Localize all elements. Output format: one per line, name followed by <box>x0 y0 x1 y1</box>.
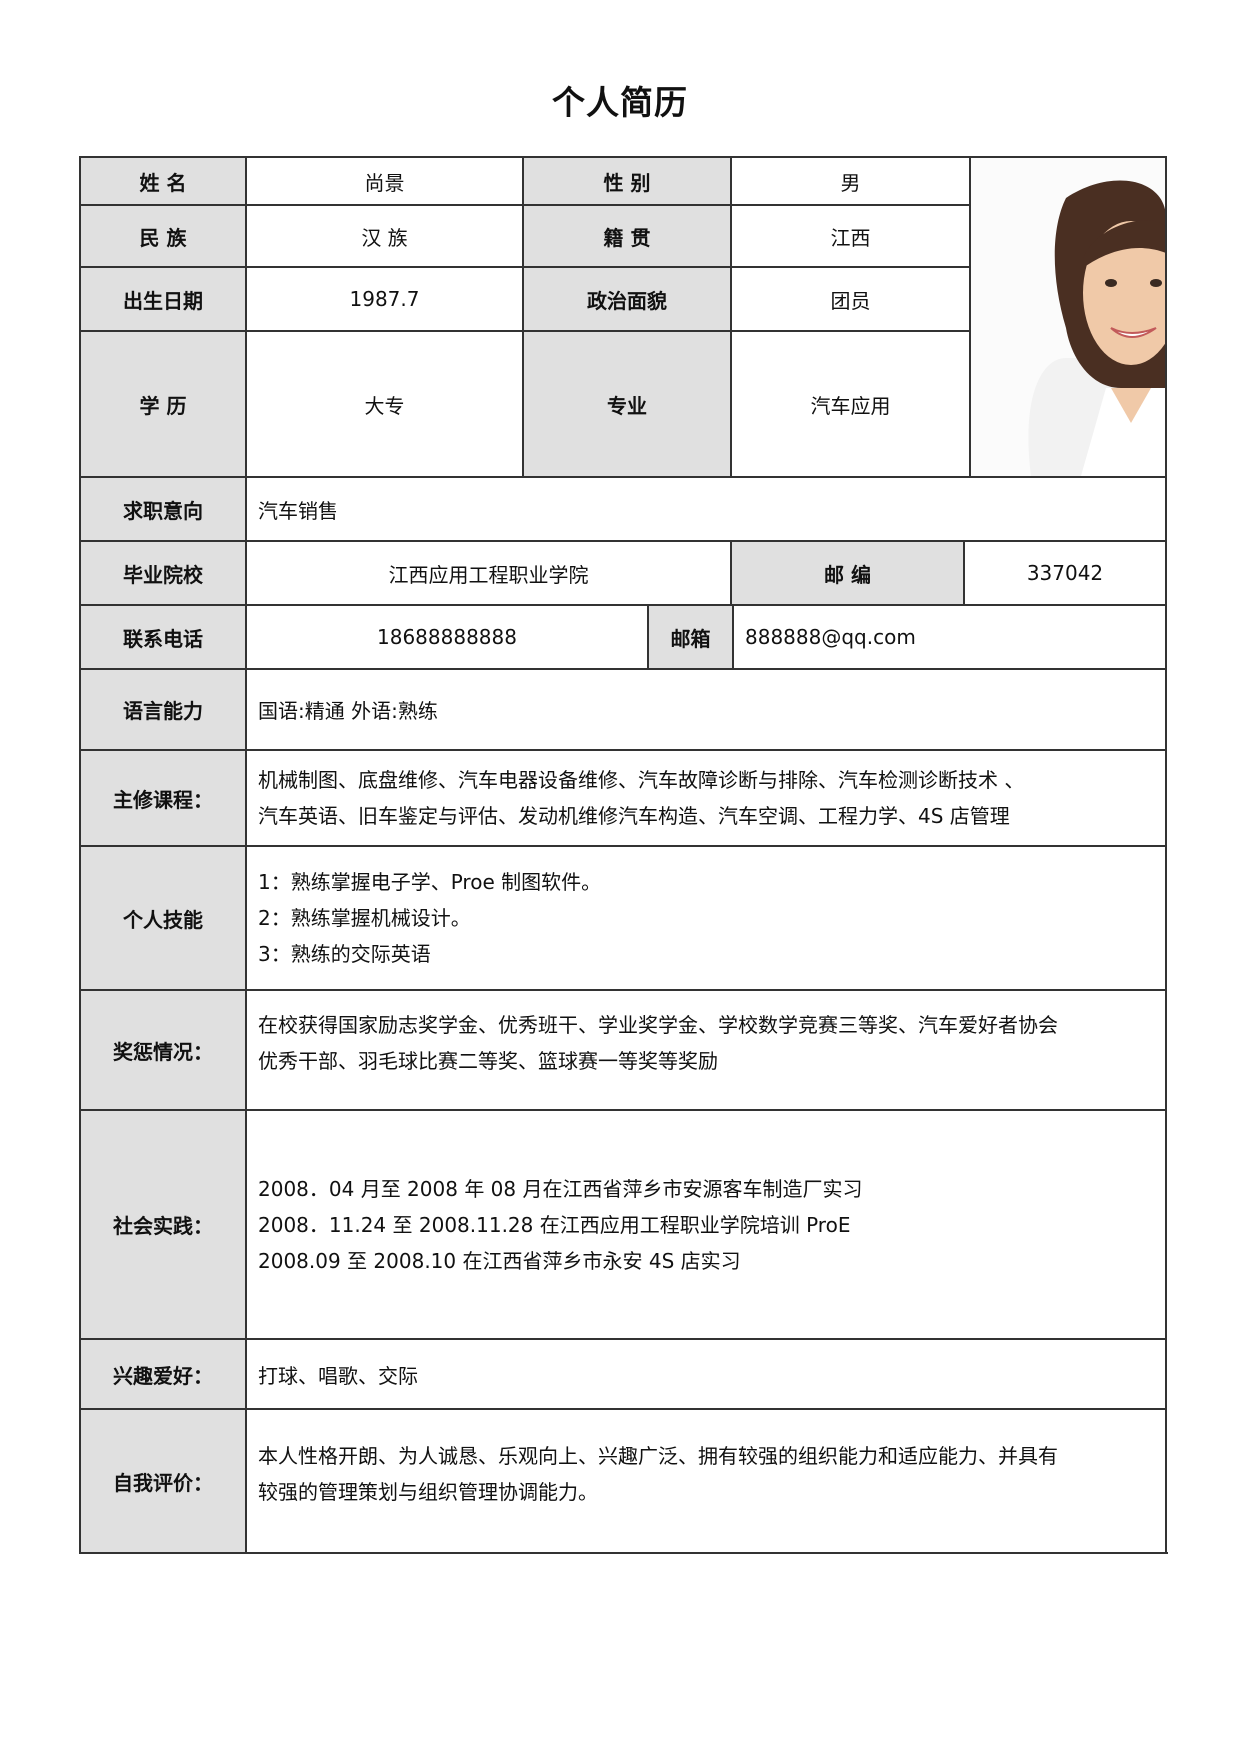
ethnicity-value: 汉 族 <box>246 205 523 267</box>
courses-line: 机械制图、底盘维修、汽车电器设备维修、汽车故障诊断与排除、汽车检测诊断技术 、 <box>258 768 1025 792</box>
hobbies-value: 打球、唱歌、交际 <box>246 1339 1166 1409</box>
self-eval-label: 自我评价： <box>80 1409 246 1553</box>
name-label: 姓 名 <box>80 157 246 205</box>
skill-item: 1：熟练掌握电子学、Proe 制图软件。 <box>258 870 602 894</box>
divider <box>80 1408 1166 1410</box>
awards-label: 奖惩情况： <box>80 990 246 1110</box>
email-label: 邮箱 <box>648 605 733 669</box>
divider <box>80 668 1166 670</box>
zip-value: 337042 <box>964 541 1166 605</box>
awards-line: 在校获得国家励志奖学金、优秀班干、学业奖学金、学校数学竞赛三等奖、汽车爱好者协会 <box>258 1013 1058 1037</box>
divider <box>80 266 970 268</box>
divider <box>730 156 732 477</box>
divider <box>245 156 247 1554</box>
birth-value: 1987.7 <box>246 267 523 331</box>
phone-value: 18688888888 <box>246 605 648 669</box>
job-label: 求职意向 <box>80 477 246 541</box>
major-label: 专业 <box>523 331 731 477</box>
divider <box>80 749 1166 751</box>
politics-value: 团员 <box>731 267 970 331</box>
practice-item: 2008.09 至 2008.10 在江西省萍乡市永安 4S 店实习 <box>258 1248 741 1273</box>
awards-line: 优秀干部、羽毛球比赛二等奖、篮球赛一等奖等奖励 <box>258 1049 718 1073</box>
courses-value: 机械制图、底盘维修、汽车电器设备维修、汽车故障诊断与排除、汽车检测诊断技术 、 … <box>246 750 1166 846</box>
name-value: 尚景 <box>246 157 523 205</box>
politics-label: 政治面貌 <box>523 267 731 331</box>
profile-photo <box>971 158 1166 476</box>
practice-item: 2008．04 月至 2008 年 08 月在江西省萍乡市安源客车制造厂实习 <box>258 1176 863 1201</box>
email-value: 888888@qq.com <box>733 605 1166 669</box>
skills-label: 个人技能 <box>80 846 246 990</box>
divider <box>522 156 524 477</box>
divider <box>80 156 1166 158</box>
origin-value: 江西 <box>731 205 970 267</box>
divider <box>79 156 81 1554</box>
divider <box>80 330 970 332</box>
divider <box>80 476 1166 478</box>
self-eval-line: 较强的管理策划与组织管理协调能力。 <box>258 1480 598 1504</box>
major-value: 汽车应用 <box>731 331 970 477</box>
phone-label: 联系电话 <box>80 605 246 669</box>
divider <box>730 540 732 605</box>
practice-value: 2008．04 月至 2008 年 08 月在江西省萍乡市安源客车制造厂实习 2… <box>246 1110 1166 1339</box>
divider <box>80 845 1166 847</box>
divider <box>80 540 1166 542</box>
divider <box>80 1552 1168 1554</box>
school-value: 江西应用工程职业学院 <box>246 541 731 605</box>
school-label: 毕业院校 <box>80 541 246 605</box>
divider <box>80 989 1166 991</box>
skills-value: 1：熟练掌握电子学、Proe 制图软件。 2：熟练掌握机械设计。 3：熟练的交际… <box>246 846 1166 990</box>
divider <box>80 604 1166 606</box>
person-photo-icon <box>971 158 1166 476</box>
awards-value: 在校获得国家励志奖学金、优秀班干、学业奖学金、学校数学竞赛三等奖、汽车爱好者协会… <box>246 990 1166 1110</box>
skill-item: 3：熟练的交际英语 <box>258 942 431 966</box>
self-eval-line: 本人性格开朗、为人诚恳、乐观向上、兴趣广泛、拥有较强的组织能力和适应能力、并具有 <box>258 1444 1058 1468</box>
page-title: 个人简历 <box>552 83 688 122</box>
hobbies-label: 兴趣爱好： <box>80 1339 246 1409</box>
language-value: 国语:精通 外语:熟练 <box>246 669 1166 750</box>
origin-label: 籍 贯 <box>523 205 731 267</box>
divider <box>1165 156 1167 1554</box>
birth-label: 出生日期 <box>80 267 246 331</box>
job-value: 汽车销售 <box>246 477 1166 541</box>
divider <box>80 1338 1166 1340</box>
gender-value: 男 <box>731 157 970 205</box>
gender-label: 性 别 <box>523 157 731 205</box>
divider <box>647 604 649 669</box>
divider <box>80 1109 1166 1111</box>
divider <box>732 604 734 669</box>
divider <box>969 156 971 477</box>
practice-item: 2008．11.24 至 2008.11.28 在江西应用工程职业学院培训 Pr… <box>258 1212 851 1237</box>
divider <box>80 204 970 206</box>
education-value: 大专 <box>246 331 523 477</box>
divider <box>963 540 965 605</box>
courses-line: 汽车英语、旧车鉴定与评估、发动机维修汽车构造、汽车空调、工程力学、4S 店管理 <box>258 804 1010 828</box>
education-label: 学 历 <box>80 331 246 477</box>
skill-item: 2：熟练掌握机械设计。 <box>258 906 471 930</box>
zip-label: 邮 编 <box>731 541 964 605</box>
courses-label: 主修课程： <box>80 750 246 846</box>
practice-label: 社会实践： <box>80 1110 246 1339</box>
language-label: 语言能力 <box>80 669 246 750</box>
self-eval-value: 本人性格开朗、为人诚恳、乐观向上、兴趣广泛、拥有较强的组织能力和适应能力、并具有… <box>246 1409 1166 1553</box>
ethnicity-label: 民 族 <box>80 205 246 267</box>
